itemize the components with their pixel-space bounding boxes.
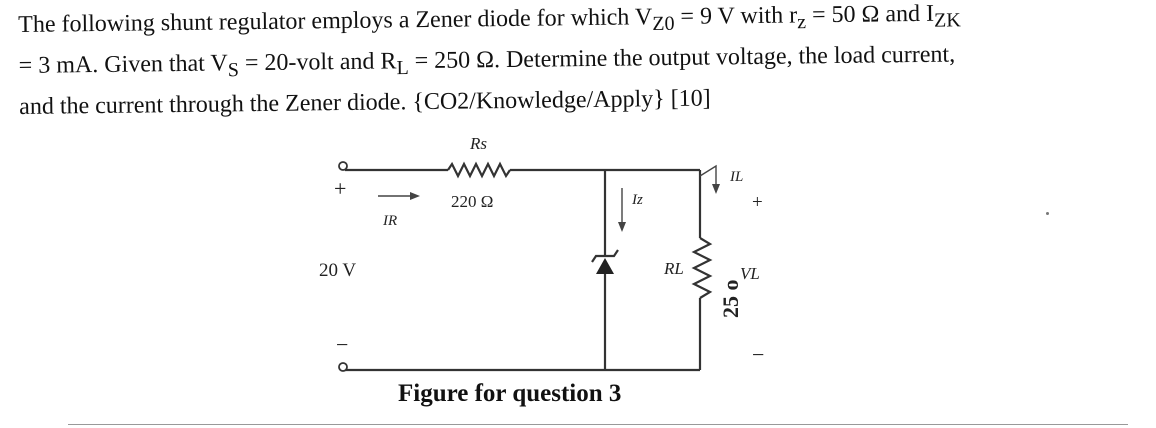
iz-arrow-head bbox=[618, 222, 626, 232]
input-minus-sign: − bbox=[336, 332, 348, 357]
figure-caption: Figure for question 3 bbox=[398, 380, 622, 407]
output-minus-sign: − bbox=[752, 342, 764, 367]
zener-diode-triangle bbox=[596, 258, 614, 274]
vl-label: VL bbox=[740, 264, 760, 283]
handwritten-annotation: 25 o bbox=[718, 280, 743, 319]
ir-arrow-head bbox=[410, 192, 420, 200]
input-terminal-top bbox=[338, 161, 348, 171]
ir-label: IR bbox=[382, 213, 397, 229]
input-terminal-bottom bbox=[338, 362, 348, 372]
resistor-rl bbox=[691, 237, 713, 299]
il-arrow-line bbox=[699, 164, 717, 186]
input-plus-sign: + bbox=[334, 176, 346, 201]
bottom-divider bbox=[68, 424, 1128, 425]
rl-label: RL bbox=[663, 259, 684, 278]
iz-label: Iz bbox=[631, 192, 643, 208]
source-voltage-label: 20 V bbox=[319, 260, 356, 281]
il-arrow-head bbox=[712, 184, 720, 194]
rs-label: Rs bbox=[469, 134, 487, 153]
il-label: IL bbox=[729, 169, 743, 185]
resistor-rs bbox=[447, 161, 511, 179]
rs-value-label: 220 Ω bbox=[451, 192, 493, 211]
zener-diode-bar bbox=[591, 249, 619, 263]
output-plus-sign: + bbox=[752, 192, 763, 213]
scan-speck bbox=[1046, 212, 1049, 215]
